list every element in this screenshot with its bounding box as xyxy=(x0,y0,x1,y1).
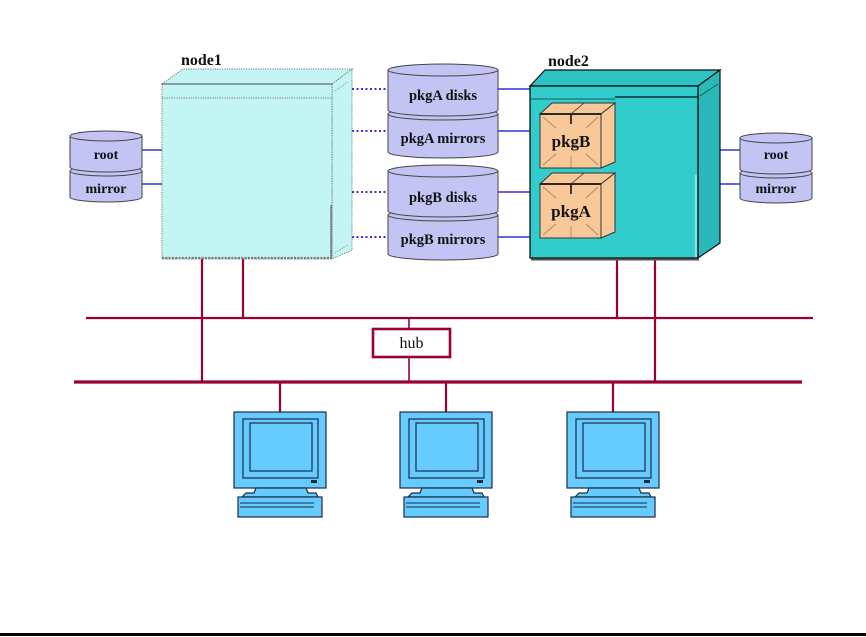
node2-mirror-label: mirror xyxy=(756,182,797,197)
monitor-bezel xyxy=(575,418,652,479)
disk-top xyxy=(739,132,813,144)
monitor-stand xyxy=(406,487,485,498)
package-side xyxy=(600,101,616,169)
power-led xyxy=(477,480,483,483)
package-fold xyxy=(542,186,557,199)
node1-mirror-label: mirror xyxy=(86,182,127,197)
monitor-screen xyxy=(582,422,646,472)
disk-body xyxy=(69,170,143,203)
workstations xyxy=(233,411,660,518)
disk-body xyxy=(739,172,813,204)
node1-side-mark xyxy=(334,244,349,254)
monitor-screen xyxy=(249,422,313,472)
monitor-stand xyxy=(240,487,319,498)
bottom-divider xyxy=(0,633,866,636)
package-tape xyxy=(570,172,585,185)
pkgA-package: pkgA xyxy=(538,171,617,239)
node2-root-label: root xyxy=(764,148,789,163)
node1-local-disks: mirror root xyxy=(69,130,143,203)
node1-root-label: root xyxy=(94,148,119,163)
pkgA-mirrors-label: pkgA mirrors xyxy=(401,131,486,147)
node1-server: node1 xyxy=(160,52,354,260)
node2-side-face xyxy=(697,68,721,260)
monitor-bezel xyxy=(242,418,319,479)
disk-top xyxy=(69,130,143,142)
package-fold xyxy=(542,153,557,166)
pkgA-disks-label: pkgA disks xyxy=(409,88,477,104)
disk-top xyxy=(387,164,499,178)
hub-box xyxy=(371,327,452,359)
node1-side-face xyxy=(331,68,353,260)
pkgA-disks-disk: pkgA disks xyxy=(387,63,499,117)
computer-icon xyxy=(399,411,493,518)
pkgB-package: pkgB xyxy=(538,101,617,169)
disk-body xyxy=(387,214,499,261)
package-fold xyxy=(585,186,599,199)
pkgB-mirrors-label: pkgB mirrors xyxy=(401,232,486,248)
workstation-3 xyxy=(566,411,660,518)
hub: hub xyxy=(371,327,452,359)
hub-label: hub xyxy=(400,335,424,352)
disk-body xyxy=(387,69,499,117)
monitor-bezel xyxy=(408,418,485,479)
pkgA-label: pkgA xyxy=(551,202,591,221)
package-side xyxy=(600,171,616,239)
node1-side-mark xyxy=(334,81,349,92)
node1-root-disk: root xyxy=(69,130,143,173)
power-led xyxy=(311,480,317,483)
package-tape xyxy=(570,102,585,115)
workstation-1 xyxy=(233,411,327,518)
node1-label: node1 xyxy=(181,52,222,69)
computer-icon xyxy=(233,411,327,518)
package-fold xyxy=(585,116,599,129)
disk-body xyxy=(739,137,813,175)
disk-links xyxy=(142,88,740,238)
node2-root-disk: root xyxy=(739,132,813,175)
node2-side-mark xyxy=(699,83,719,97)
shared-disks-pkgB: pkgB mirrors pkgB disks xyxy=(387,164,499,261)
lan-network xyxy=(74,258,813,412)
shared-disks-pkgA: pkgA mirrors pkgA disks xyxy=(387,63,499,159)
package-fold xyxy=(585,223,599,236)
pkgB-disks-label: pkgB disks xyxy=(409,190,477,206)
disk-body xyxy=(387,170,499,218)
node2-top-face xyxy=(528,69,722,87)
disk-top xyxy=(387,63,499,77)
monitor-screen xyxy=(415,422,479,472)
package-fold xyxy=(542,116,557,129)
package-fold xyxy=(585,153,599,166)
pkgB-label: pkgB xyxy=(552,132,591,151)
computer-icon xyxy=(566,411,660,518)
power-led xyxy=(644,480,650,483)
node1-top-face xyxy=(160,68,354,85)
disk-body xyxy=(69,135,143,173)
disk-body xyxy=(387,113,499,159)
node2-label: node2 xyxy=(548,53,589,70)
node1-front-face xyxy=(161,83,333,260)
package-fold xyxy=(542,223,557,236)
node2-local-disks: mirror root xyxy=(739,132,813,204)
node2-server: node2 pkgB xyxy=(528,53,722,261)
pkgB-disks-disk: pkgB disks xyxy=(387,164,499,218)
workstation-2 xyxy=(399,411,493,518)
monitor-stand xyxy=(573,487,652,498)
